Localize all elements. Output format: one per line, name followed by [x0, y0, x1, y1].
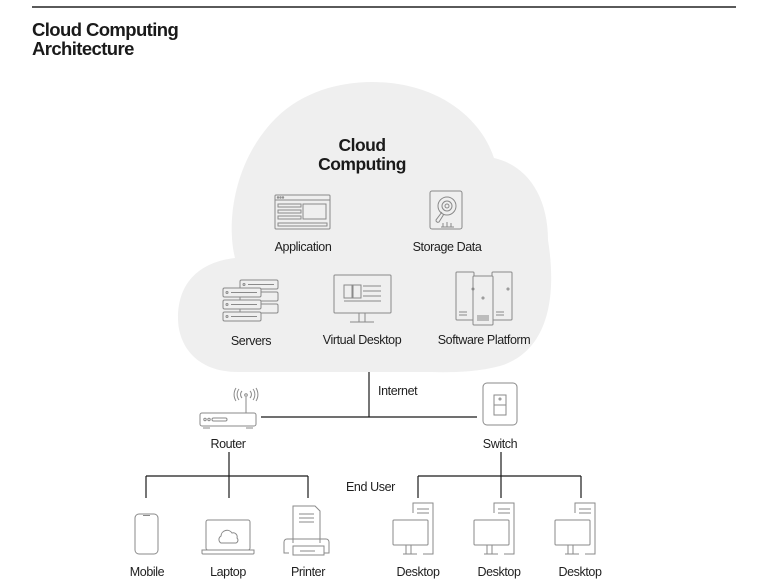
device-label-mobile: Mobile — [129, 565, 165, 579]
router-icon — [199, 387, 259, 429]
light-switch-icon — [482, 382, 518, 426]
desktop-computer-icon — [392, 502, 434, 555]
end-user-label: End User — [346, 480, 395, 494]
page-title-line1: Cloud Computing — [32, 19, 179, 40]
page-title: Cloud Computing Architecture — [32, 20, 272, 58]
printer-icon — [283, 505, 330, 556]
device-label-printer: Printer — [290, 565, 326, 579]
top-rule — [32, 6, 736, 8]
service-label-servers: Servers — [230, 334, 272, 348]
laptop-icon — [201, 519, 255, 555]
device-label-desktop-1: Desktop — [396, 565, 440, 579]
desktop-computer-icon — [473, 502, 515, 555]
server-stack-icon — [222, 279, 279, 322]
cloud-shape — [178, 82, 552, 373]
monitor-icon — [333, 274, 392, 323]
internet-label: Internet — [378, 384, 418, 398]
cloud-title-line2: Computing — [318, 154, 406, 174]
cloud-title: Cloud Computing — [292, 136, 432, 174]
application-window-icon — [274, 194, 331, 230]
device-label-desktop-3: Desktop — [558, 565, 602, 579]
cloud-title-line1: Cloud — [338, 135, 386, 155]
hard-drive-icon — [429, 190, 463, 230]
service-label-software-platform: Software Platform — [437, 333, 531, 347]
desktop-computer-icon — [554, 502, 596, 555]
switch-label: Switch — [482, 437, 518, 451]
mobile-phone-icon — [134, 513, 159, 555]
router-label: Router — [210, 437, 246, 451]
page-title-line2: Architecture — [32, 38, 134, 59]
service-label-virtual-desktop: Virtual Desktop — [322, 333, 402, 347]
service-label-storage-data: Storage Data — [412, 240, 482, 254]
device-label-desktop-2: Desktop — [477, 565, 521, 579]
device-label-laptop: Laptop — [210, 565, 246, 579]
server-towers-icon — [455, 271, 513, 326]
service-label-application: Application — [274, 240, 332, 254]
